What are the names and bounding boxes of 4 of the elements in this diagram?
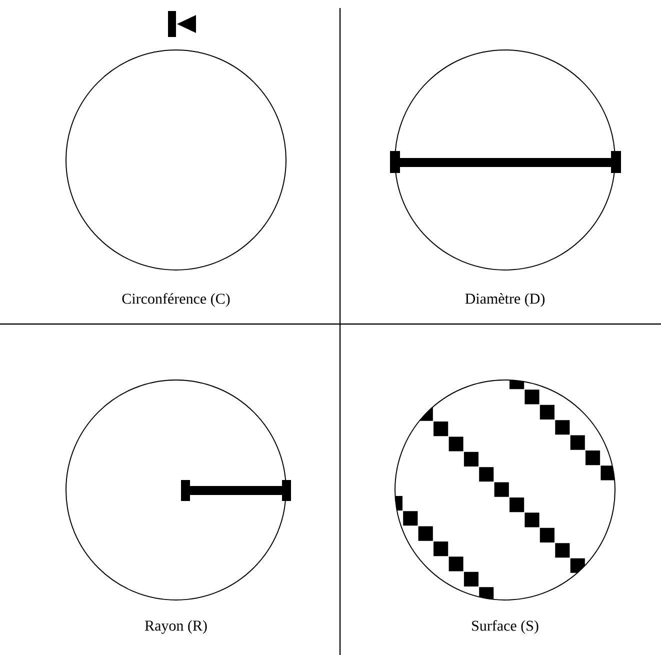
caption: Circonférence (C)	[122, 293, 230, 307]
caption: Surface (S)	[472, 620, 538, 634]
caption: Rayon (R)	[145, 620, 207, 634]
caption: Diamètre (D)	[465, 293, 545, 307]
